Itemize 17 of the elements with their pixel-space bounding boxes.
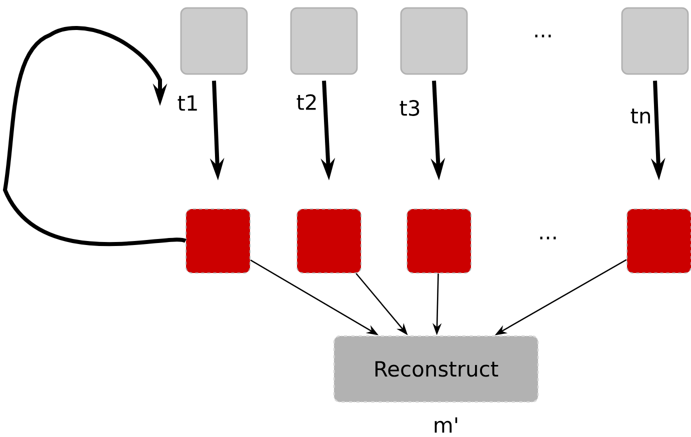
node-caption: m' — [434, 417, 458, 433]
square-box — [406, 208, 472, 274]
ellipsis: ... — [535, 34, 551, 38]
process-box: Reconstruct — [333, 335, 539, 403]
square-box — [296, 208, 362, 274]
square-box — [621, 7, 689, 75]
square-box — [400, 7, 468, 75]
ellipsis: ... — [540, 236, 556, 240]
edge-label: t2 — [295, 93, 319, 111]
edge-label: t1 — [176, 94, 200, 112]
edge-label: tn — [629, 108, 653, 124]
arrow — [3, 26, 186, 246]
square-box — [186, 208, 250, 274]
square-box — [180, 7, 248, 75]
edge-label: t3 — [398, 99, 422, 117]
square-box — [290, 7, 358, 75]
square-box — [626, 208, 691, 274]
